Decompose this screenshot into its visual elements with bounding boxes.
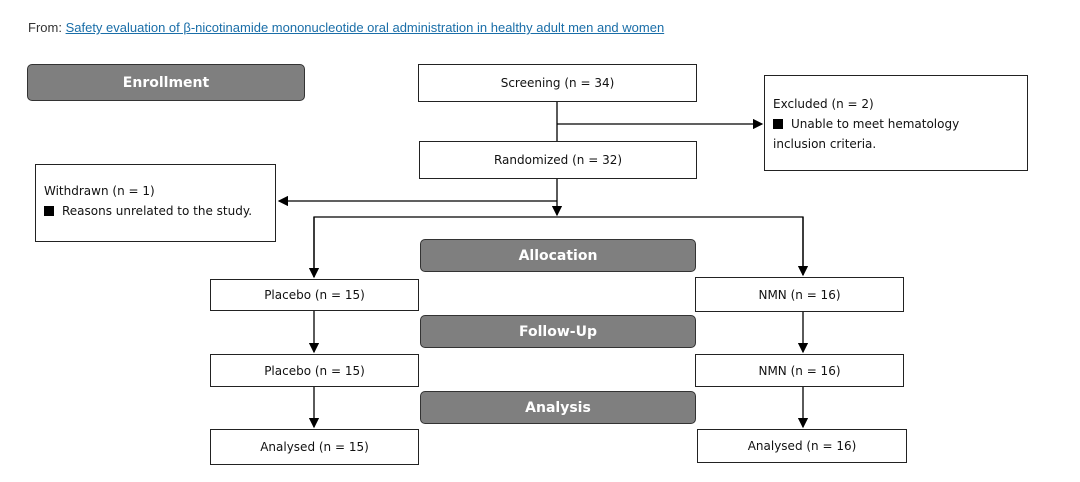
- excluded-reason: Unable to meet hematology: [791, 117, 960, 131]
- from-label: From:: [28, 20, 62, 35]
- excluded-title: Excluded (n = 2): [773, 97, 874, 111]
- placebo-analysed-box: Analysed (n = 15): [210, 429, 419, 465]
- nmn-allocation-box: NMN (n = 16): [695, 277, 904, 312]
- withdrawn-box: Withdrawn (n = 1) Reasons unrelated to t…: [35, 164, 276, 242]
- excluded-reason-cont: inclusion criteria.: [773, 137, 877, 151]
- article-link[interactable]: Safety evaluation of β-nicotinamide mono…: [65, 20, 665, 35]
- stage-enrollment: Enrollment: [27, 64, 305, 101]
- withdrawn-reason: Reasons unrelated to the study.: [62, 204, 253, 218]
- stage-followup: Follow-Up: [420, 315, 696, 348]
- stage-allocation: Allocation: [420, 239, 696, 272]
- nmn-followup-box: NMN (n = 16): [695, 354, 904, 387]
- placebo-allocation-box: Placebo (n = 15): [210, 279, 419, 311]
- randomized-box: Randomized (n = 32): [419, 141, 697, 179]
- source-line: From: Safety evaluation of β-nicotinamid…: [28, 20, 664, 35]
- excluded-box: Excluded (n = 2) Unable to meet hematolo…: [764, 75, 1028, 171]
- nmn-analysed-box: Analysed (n = 16): [697, 429, 907, 463]
- withdrawn-title: Withdrawn (n = 1): [44, 184, 155, 198]
- bullet-square-icon: [773, 119, 783, 129]
- screening-box: Screening (n = 34): [418, 64, 697, 102]
- stage-analysis: Analysis: [420, 391, 696, 424]
- bullet-square-icon: [44, 206, 54, 216]
- placebo-followup-box: Placebo (n = 15): [210, 354, 419, 387]
